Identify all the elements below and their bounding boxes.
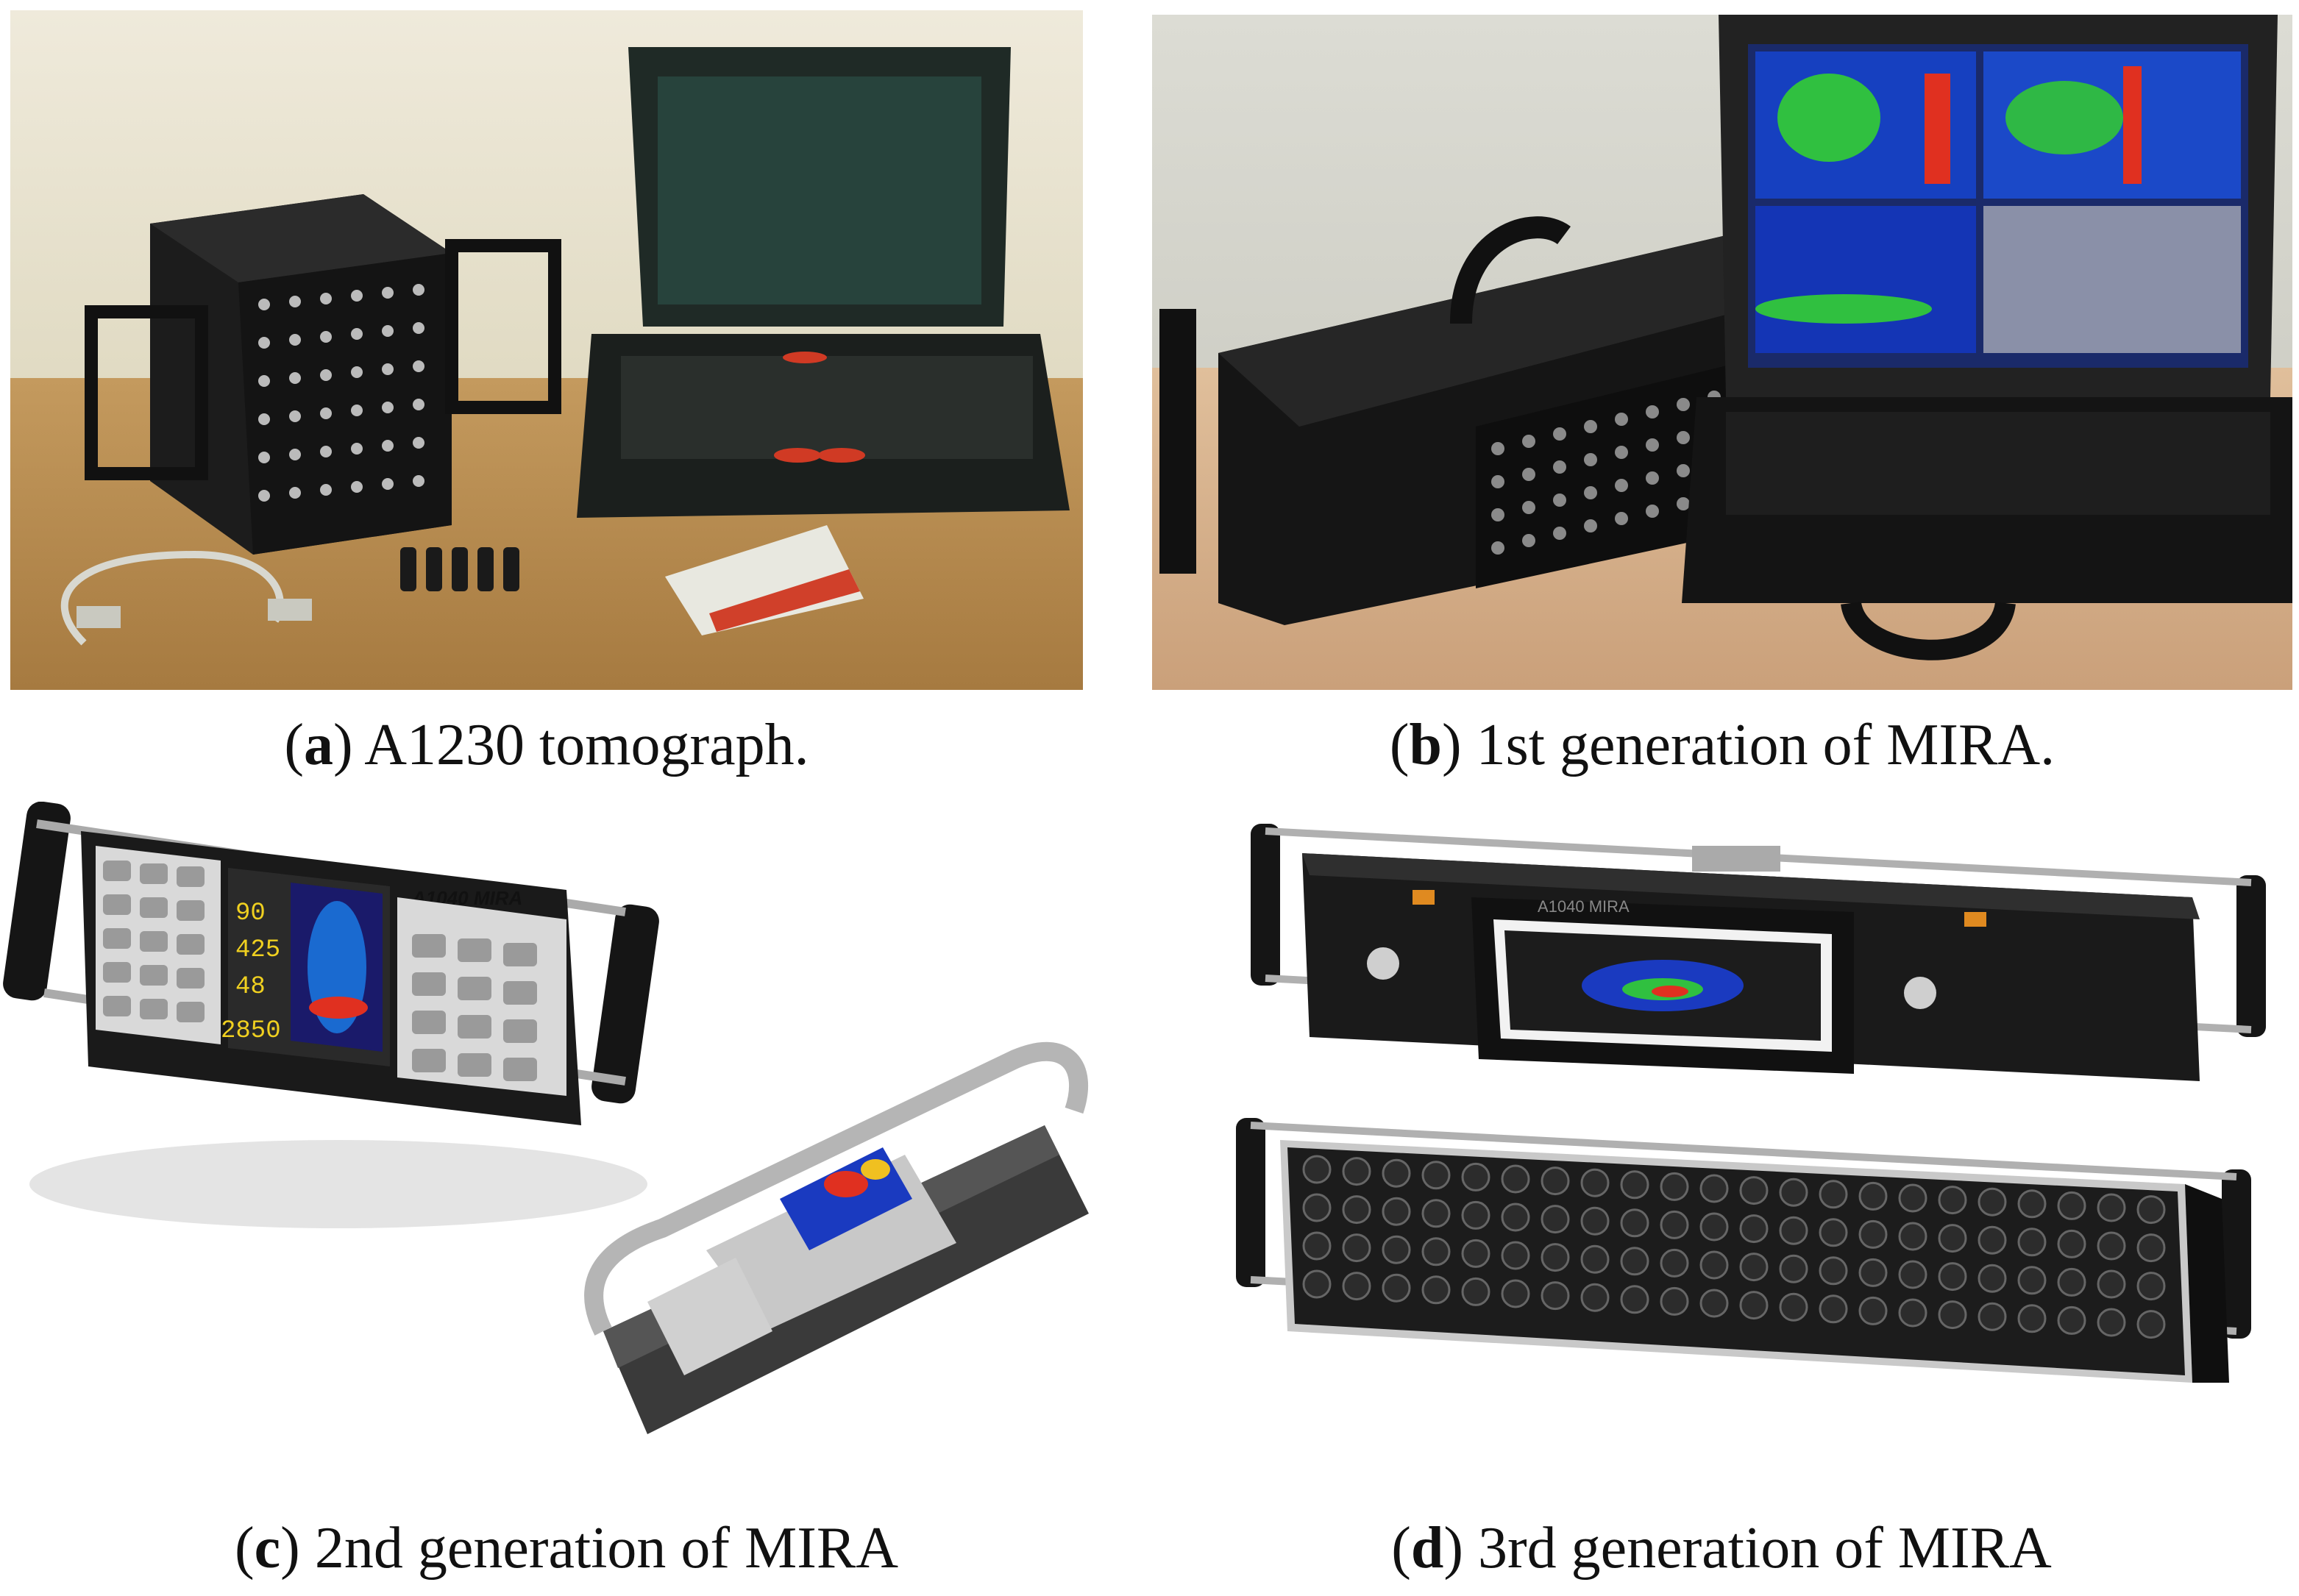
caption-b: (b) 1st generation of MIRA. <box>1389 713 2055 777</box>
caption-b-text: 1st generation of MIRA. <box>1461 713 2055 777</box>
mira-gen1-device <box>1159 216 1748 625</box>
mira-gen3-device-back <box>1236 1118 2251 1383</box>
readout-c-3: 2850 <box>221 1017 281 1045</box>
mira-gen3-device-front: A1040 MIRA <box>1251 824 2266 1081</box>
caption-a: (a) A1230 tomograph. <box>284 713 809 777</box>
caption-d: (d) 3rd generation of MIRA <box>1391 1516 2052 1581</box>
mira-gen2-device-back <box>584 1041 1089 1434</box>
readout-c-1: 425 <box>235 936 280 964</box>
readout-c-0: 90 <box>235 899 266 927</box>
caption-c: (c) 2nd generation of MIRA <box>235 1516 898 1581</box>
caption-d-text: 3rd generation of MIRA <box>1463 1516 2052 1581</box>
caption-c-letter: c <box>254 1516 281 1581</box>
render-mira-third-generation: A1040 MIRA <box>1221 802 2295 1478</box>
laptop-a <box>577 47 1070 518</box>
rugged-laptop-b <box>1682 15 2292 660</box>
caption-a-letter: a <box>304 713 334 777</box>
label-d-front: A1040 MIRA <box>1538 897 1630 916</box>
mira-gen2-device-front: 90 425 48 2850 A1040 MIRA <box>3 802 659 1228</box>
readout-c-2: 48 <box>235 973 266 1001</box>
photo-a1230-tomograph <box>10 10 1083 690</box>
photo-mira-first-generation <box>1152 15 2292 690</box>
caption-a-text: A1230 tomograph. <box>352 713 809 777</box>
render-mira-second-generation: 90 425 48 2850 A1040 MIRA <box>0 802 1133 1449</box>
caption-d-letter: d <box>1410 1516 1444 1581</box>
tomograph-unit <box>85 194 561 555</box>
caption-b-letter: b <box>1409 713 1442 777</box>
caption-c-text: 2nd generation of MIRA <box>299 1516 898 1581</box>
